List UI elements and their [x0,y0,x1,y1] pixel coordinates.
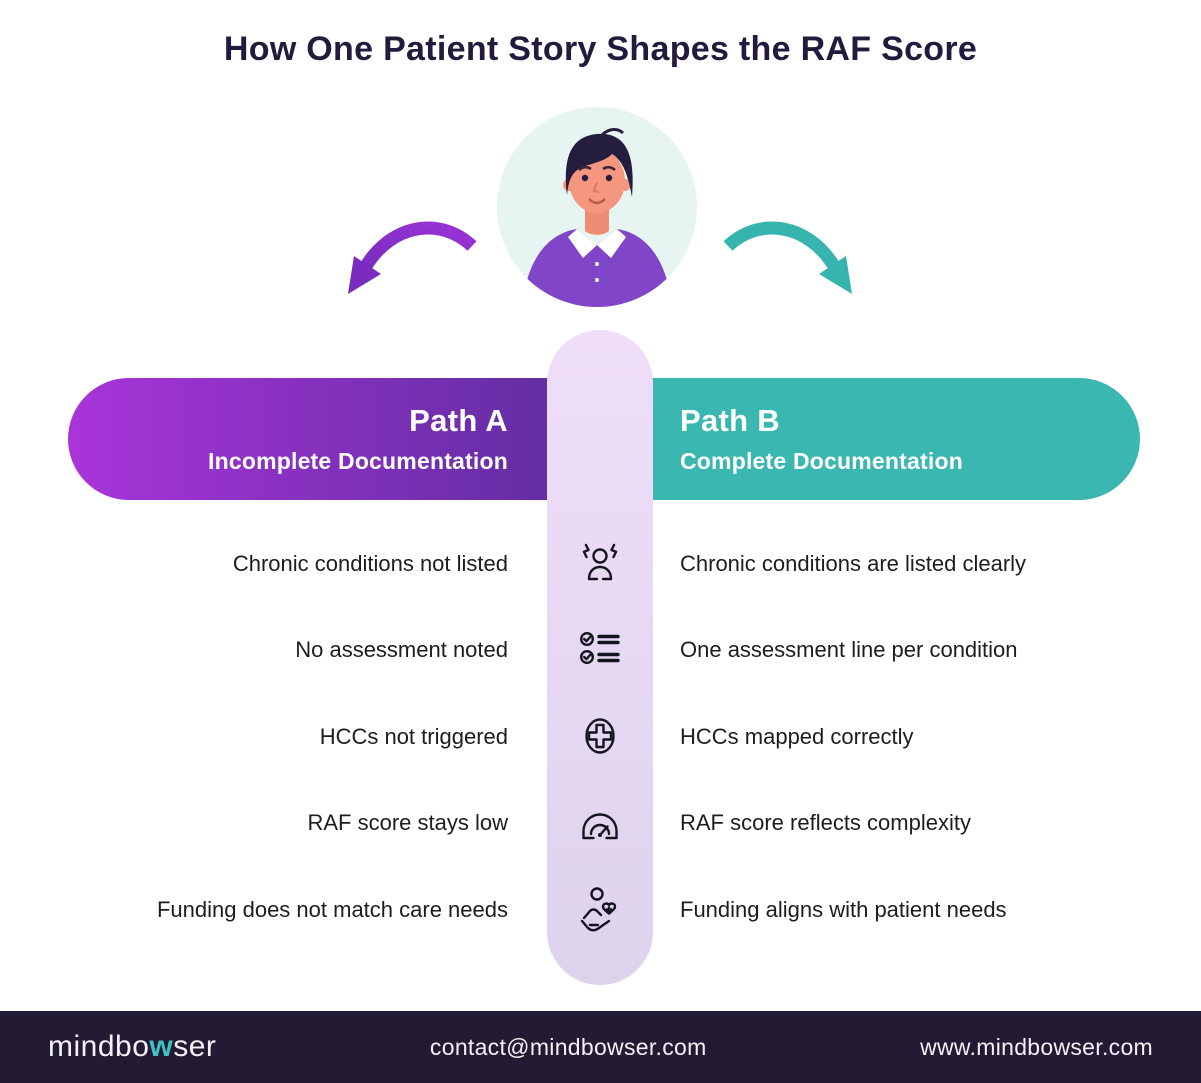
path-b-title: Path B [680,403,780,438]
checklist-icon [576,625,624,673]
mindbowser-logo: mindbowser [48,1030,216,1064]
path-b-item: One assessment line per condition [680,637,1018,662]
path-a-item: RAF score stays low [307,810,509,835]
contact-email-link[interactable]: contact@mindbowser.com [429,1033,707,1060]
patient-avatar-illustration [497,107,697,307]
path-a-subtitle: Incomplete Documentation [208,448,508,474]
medical-cross-icon [576,712,624,760]
path-a-title: Path A [409,403,508,438]
stressed-person-icon [576,539,624,587]
logo-text: mindbo [48,1030,150,1063]
path-b-item: Chronic conditions are listed clearly [680,551,1027,576]
path-a-item: No assessment noted [295,637,508,662]
footer-bar: mindbowser contact@mindbowser.com www.mi… [0,1011,1201,1083]
path-b-item: RAF score reflects complexity [680,810,971,835]
path-a-arrow-icon [338,216,478,308]
path-a-header: Path A Incomplete Documentation [68,378,603,500]
website-link[interactable]: www.mindbowser.com [920,1033,1153,1060]
path-a-item: Funding does not match care needs [156,897,508,922]
path-b-header: Path B Complete Documentation [598,378,1140,500]
logo-text: ser [173,1030,217,1063]
path-a-item: HCCs not triggered [319,724,508,749]
page-title: How One Patient Story Shapes the RAF Sco… [223,30,978,68]
gauge-icon [576,798,624,846]
path-b-arrow-icon [722,216,862,308]
center-divider-column [547,330,653,985]
path-b-item: Funding aligns with patient needs [680,897,1007,922]
hand-heart-icon [576,885,624,933]
patient-avatar [497,107,697,307]
path-b-item: HCCs mapped correctly [680,724,914,749]
logo-accent-letter: w [149,1030,174,1063]
path-b-subtitle: Complete Documentation [680,448,963,474]
path-a-item: Chronic conditions not listed [232,551,508,576]
